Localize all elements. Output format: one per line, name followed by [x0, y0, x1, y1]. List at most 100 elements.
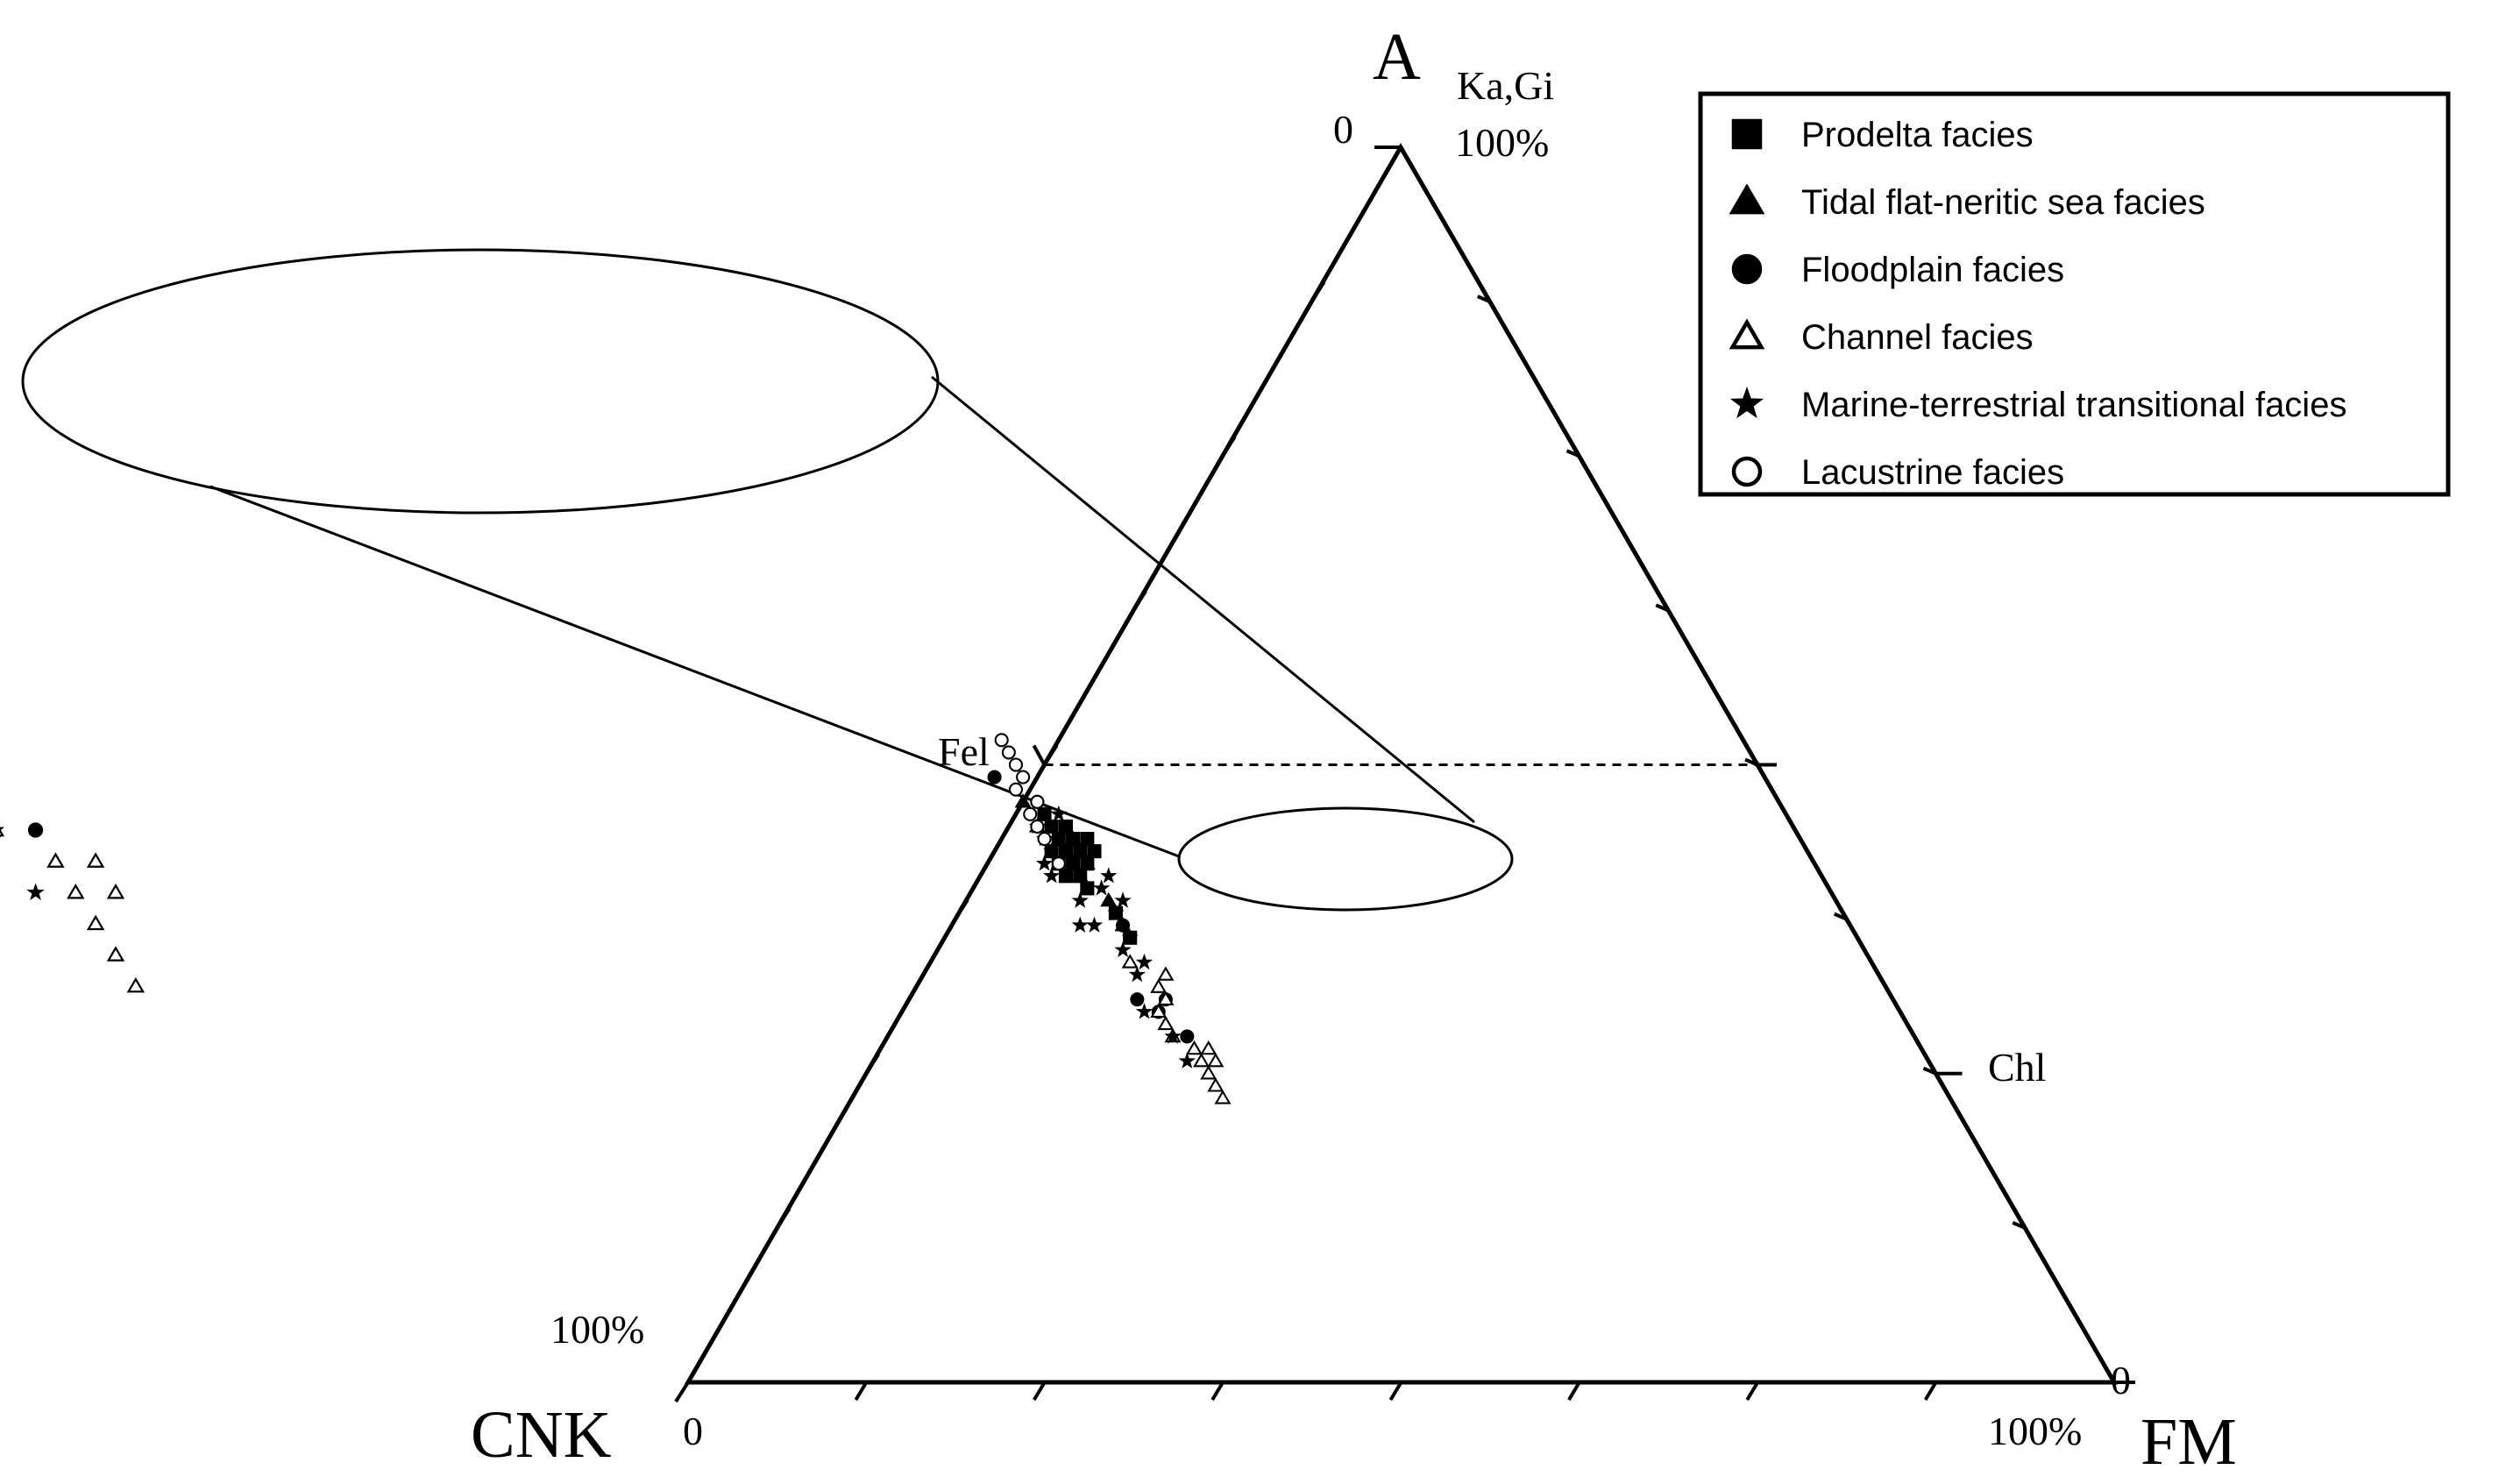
circle-filled-point: [1180, 1029, 1195, 1044]
star-filled-point: [1121, 928, 1139, 946]
ternary-ticks: [775, 281, 2027, 1402]
circle-open-point: [1030, 794, 1045, 809]
legend-label: Channel facies: [1801, 318, 2034, 357]
top-mineral-label: Ka,Gi: [1457, 63, 1554, 108]
right-zero-label: 0: [2111, 1358, 2131, 1402]
data-points: [0, 733, 1232, 1104]
star-filled-point: [1085, 916, 1104, 933]
triangle-open-point: [1185, 1040, 1203, 1055]
triangle-open-point: [1121, 954, 1139, 969]
triangle-filled-point: [1014, 793, 1032, 808]
legend-label: Tidal flat-neritic sea facies: [1801, 183, 2205, 222]
triangle-open-zoom-point: [126, 976, 146, 993]
star-filled-point: [1135, 953, 1154, 970]
star-filled-point: [1071, 916, 1089, 933]
vertex-label-a: A: [1373, 20, 1421, 94]
legend-marker-square-filled: [1731, 118, 1763, 150]
star-filled-point: [1114, 891, 1132, 908]
triangle-open-point: [1207, 1053, 1225, 1068]
circle-open-point: [1037, 831, 1052, 847]
zoom-target-ellipse: [21, 248, 940, 515]
triangle-open-point: [1150, 978, 1168, 993]
left-axis-tick: [1221, 436, 1237, 458]
circle-filled-point: [987, 770, 1002, 785]
star-filled-point: [1071, 891, 1089, 908]
star-filled-point: [1035, 854, 1054, 871]
bottom-axis-tick: [1567, 1381, 1581, 1402]
circle-open-point: [1008, 757, 1024, 772]
left-axis-tick: [954, 898, 969, 920]
triangle-open-point: [1200, 1040, 1218, 1055]
triangle-filled-point: [1078, 855, 1096, 870]
legend-marker-star-filled: [1729, 386, 1764, 419]
square-filled-point: [1087, 844, 1102, 859]
bottom-axis-tick: [1210, 1381, 1225, 1402]
left-axis-tick: [1042, 744, 1059, 766]
circle-open-point: [1051, 856, 1066, 871]
left-axis-tick: [775, 1207, 792, 1229]
triangle-open-point: [1214, 1090, 1232, 1104]
star-filled-point: [1092, 879, 1111, 896]
right-axis-tick: [1922, 1066, 1937, 1076]
right-axis-tick: [1565, 449, 1580, 458]
circle-filled-point: [1116, 918, 1131, 933]
left-axis-tick: [1132, 590, 1147, 612]
left-axis-tick: [864, 1053, 880, 1075]
left-corner-tick: [674, 1381, 690, 1403]
left-zero-label: 0: [683, 1409, 703, 1453]
feldspar-label: Fel: [938, 729, 990, 774]
legend-label: Prodelta facies: [1801, 116, 2034, 154]
circle-filled-point: [1130, 992, 1145, 1007]
triangle-open-point: [1157, 991, 1175, 1005]
triangle-filled-point: [1071, 867, 1089, 883]
reference-lines: [1032, 744, 1963, 1076]
square-filled-point: [1058, 844, 1073, 859]
legend-marker-triangle-filled: [1729, 183, 1765, 215]
zoom-connector-upper: [931, 375, 1475, 824]
zoom-source-ellipse: [1177, 806, 1514, 912]
square-filled-point: [1051, 831, 1066, 847]
circle-open-point: [1023, 806, 1038, 821]
triangle-open-zoom-point: [86, 914, 105, 931]
circle-open-point: [1001, 745, 1016, 760]
legend-marker-circle-open: [1731, 456, 1763, 487]
bottom-axis-tick: [1388, 1381, 1403, 1402]
zoom-inset: [21, 248, 1514, 912]
star-filled-point: [1114, 941, 1132, 958]
triangle-open-point: [1157, 1015, 1175, 1031]
star-filled-point: [1135, 1003, 1154, 1019]
triangle-open-zoom-point: [106, 946, 125, 962]
left-hundred-label: 100%: [550, 1307, 644, 1352]
triangle-open-zoom-point: [67, 883, 85, 899]
star-filled-point: [1178, 1052, 1196, 1069]
right-axis-tick: [1476, 295, 1491, 303]
bottom-axis-tick: [1745, 1381, 1759, 1402]
triangle-filled-point: [1100, 891, 1118, 907]
square-filled-point: [1080, 831, 1095, 847]
top-zero-label: 0: [1333, 107, 1353, 152]
right-axis-tick: [1833, 912, 1848, 921]
triangle-open-zoom-point: [46, 852, 65, 868]
right-axis-tick: [2012, 1221, 2027, 1230]
legend-marker-triangle-open: [1729, 318, 1765, 350]
right-hundred-label: 100%: [1988, 1409, 2082, 1453]
triangle-open-zoom-point: [86, 852, 105, 868]
star-filled-zoom-point: [26, 883, 45, 901]
triangle-open-point: [1200, 1065, 1218, 1080]
bottom-axis-tick: [854, 1381, 869, 1402]
circle-open-point: [1008, 782, 1024, 797]
legend-label: Marine-terrestrial transitional facies: [1801, 386, 2346, 424]
square-filled-point: [1058, 819, 1073, 834]
feldspar-marker-tick: [1032, 744, 1047, 766]
star-filled-point: [1164, 1027, 1182, 1044]
star-filled-point: [1107, 904, 1125, 920]
star-filled-point: [1050, 805, 1068, 822]
bottom-axis-tick: [1923, 1381, 1938, 1402]
star-filled-zoom-point: [0, 827, 5, 838]
circle-open-point: [1016, 770, 1031, 785]
square-filled-point: [1066, 856, 1081, 871]
square-filled-point: [1044, 819, 1059, 834]
vertex-label-fm: FM: [2140, 1405, 2237, 1479]
